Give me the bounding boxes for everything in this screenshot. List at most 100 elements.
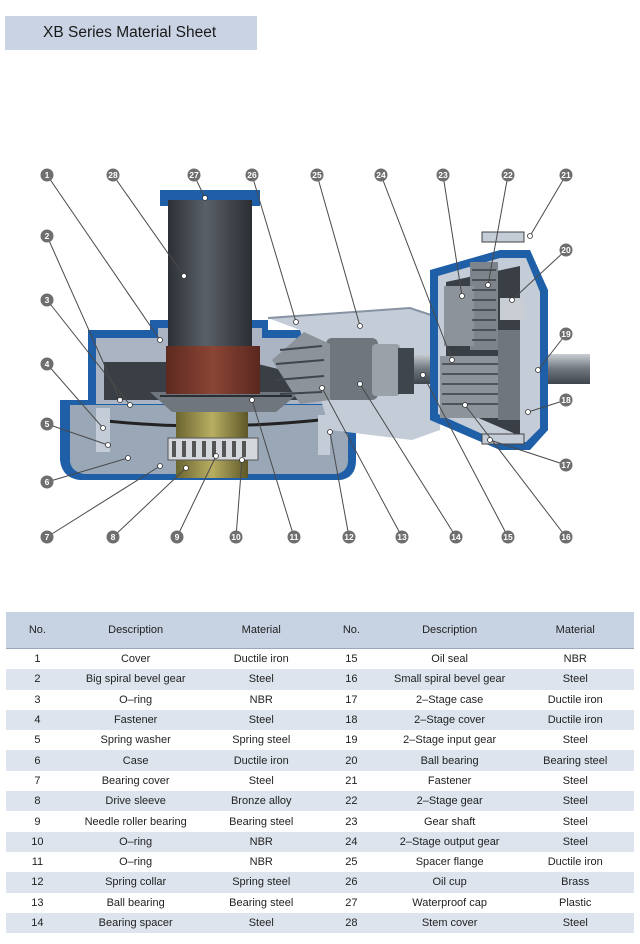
leader-point-27 [202,195,208,201]
leader-line-26 [251,174,297,323]
callout-circle [40,229,54,243]
leader-line-4 [46,363,104,429]
callout-12: 12 [342,530,356,544]
cell-description-2: Waterproof cap [412,896,488,909]
callout-number: 23 [438,170,448,180]
callout-circle [40,168,54,182]
big-spiral-bevel-gear [150,392,300,412]
callout-19: 19 [559,327,573,341]
callout-11: 11 [287,530,301,544]
leader-point-22 [485,282,491,288]
callout-number: 8 [111,532,116,542]
cell-material-2: Steel [516,791,634,812]
leader-point-19 [535,367,541,373]
leader-point-1 [157,337,163,343]
cell-description-2: Oil seal [431,653,468,666]
cell-material-2: NBR [563,653,587,666]
leader-line-2 [46,235,121,401]
callout-17: 17 [559,458,573,472]
cell-description: Bearing cover [101,774,170,787]
leader-line-18 [527,399,567,413]
leader-point-24 [449,357,455,363]
callout-circle [342,530,356,544]
leader-point-20 [509,297,515,303]
callout-23: 23 [436,168,450,182]
callout-number: 13 [397,532,407,542]
cell-no-2: 25 [345,856,358,869]
cell-no: 13 [31,896,44,909]
leader-line-22 [487,174,509,286]
col-header-material-2: Material [516,612,634,649]
leader-line-13 [321,387,403,538]
leader-point-6 [125,455,131,461]
cell-material: Bronze alloy [202,791,320,812]
cell-description-2: 2–Stage input gear [403,734,497,747]
callout-8: 8 [106,530,120,544]
cell-material: Ductile iron [202,750,320,771]
cell-no: 7 [34,774,41,787]
callout-number: 25 [312,170,322,180]
callout-number: 16 [561,532,571,542]
col-header-no: No. [6,612,69,649]
cell-material: Steel [202,912,320,934]
cell-material-2: Steel [516,669,634,690]
leader-point-17 [487,437,493,443]
callout-number: 14 [451,532,461,542]
callout-circle [245,168,259,182]
callout-number: 3 [45,295,50,305]
leader-line-21 [529,174,567,237]
callout-circle [106,168,120,182]
callout-circle [40,417,54,431]
cell-material: Spring steel [202,872,320,893]
leader-point-15 [420,372,426,378]
cell-no: 3 [34,693,41,706]
callout-16: 16 [559,530,573,544]
cell-description: Ball bearing [106,896,165,909]
leader-line-6 [46,457,129,483]
cell-no: 6 [6,750,69,771]
callout-circle [229,530,243,544]
leader-line-11 [251,399,295,538]
leader-line-1 [46,174,161,341]
cell-no: 12 [6,872,69,893]
cell-material: Bearing steel [229,815,294,828]
callout-number: 4 [45,359,50,369]
leader-point-8 [183,465,189,471]
col-header-description-2: Description [382,612,517,649]
cell-no-2: 15 [345,653,358,666]
table-header-row: No. Description Material No. Description… [6,612,634,649]
cell-description-2: Fastener [427,774,472,787]
callout-number: 18 [561,395,571,405]
cell-no: 1 [34,653,41,666]
callout-13: 13 [395,530,409,544]
cell-material-2: Steel [516,912,634,934]
callout-number: 10 [231,532,241,542]
callout-number: 6 [45,477,50,487]
cell-no: 11 [31,856,44,869]
leader-line-10 [235,459,243,538]
leader-point-7 [157,463,163,469]
cell-description-2: Gear shaft [423,815,476,828]
cell-description: Big spiral bevel gear [68,669,203,690]
callout-number: 5 [45,419,50,429]
callout-3: 3 [40,293,54,307]
leader-line-15 [422,374,509,538]
cell-no-2: 23 [345,815,358,828]
cell-description: Case [68,750,203,771]
callout-number: 26 [247,170,257,180]
cell-material-2: Brass [516,872,634,893]
cell-material-2: Steel [562,815,588,828]
cell-material-2: Ductile iron [516,709,634,731]
callout-27: 27 [187,168,201,182]
callout-18: 18 [559,393,573,407]
callout-circle [559,168,573,182]
drive-sleeve [167,412,259,478]
cell-description-2: Ball bearing [382,750,517,771]
cell-material-2: Ductile iron [547,693,603,706]
